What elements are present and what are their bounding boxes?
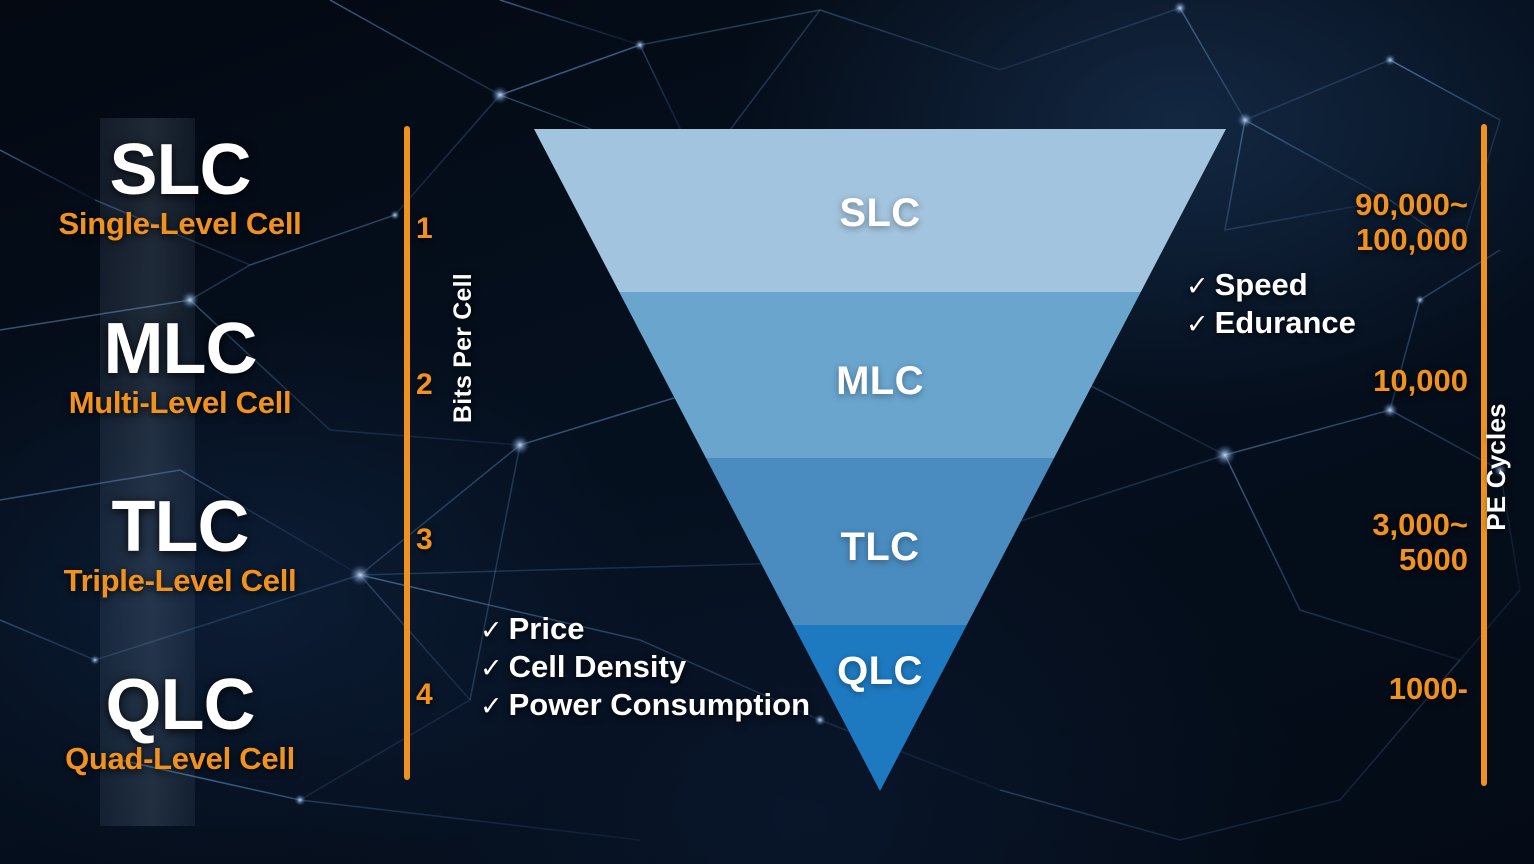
cell-abbr-slc: SLC [109, 130, 252, 210]
cell-full-qlc: Quad-Level Cell [65, 741, 295, 777]
check-icon: ✓ [480, 615, 503, 645]
cell-abbr-mlc: MLC [103, 309, 258, 389]
checklist-label-power-consumption: Power Consumption [508, 686, 811, 722]
funnel-label-slc: SLC [839, 191, 921, 235]
benefits-checklist-top: ✓ Speed ✓ Edurance [1186, 266, 1356, 342]
check-icon: ✓ [480, 652, 503, 683]
cell-full-mlc: Multi-Level Cell [68, 385, 292, 421]
checklist-item-cell-density: ✓ Cell Density [480, 648, 810, 686]
cell-type-label-qlc: QLC Quad-Level Cell [0, 665, 360, 777]
pe-cycles-value-mlc: 10,000 [1373, 363, 1468, 398]
bits-per-cell-axis-line [404, 126, 410, 780]
checklist-item-speed: ✓ Speed [1186, 266, 1356, 304]
cell-type-label-column: SLC Single-Level Cell MLC Multi-Level Ce… [0, 0, 360, 864]
check-icon: ✓ [1186, 271, 1209, 301]
pe-cycles-value-slc: 90,000~ 100,000 [1355, 187, 1468, 257]
checklist-label-cell-density: Cell Density [508, 648, 687, 684]
pe-cycles-axis-title: PE Cycles [1481, 403, 1511, 531]
benefits-checklist-bottom: ✓ Price ✓ Cell Density ✓ Power Consumpti… [480, 610, 810, 723]
cell-full-tlc: Triple-Level Cell [63, 563, 297, 599]
funnel-band-slc [534, 129, 1226, 292]
checklist-item-edurance: ✓ Edurance [1186, 304, 1356, 342]
bits-per-cell-tick-1: 1 [416, 212, 433, 245]
bits-per-cell-tick-4: 4 [416, 678, 433, 711]
cell-type-label-slc: SLC Single-Level Cell [0, 130, 360, 242]
checklist-item-power-consumption: ✓ Power Consumption [480, 686, 810, 724]
cell-abbr-qlc: QLC [105, 665, 256, 745]
pe-cycles-axis-line [1481, 124, 1487, 786]
checklist-label-edurance: Edurance [1214, 304, 1356, 340]
checklist-label-price: Price [508, 611, 585, 646]
funnel-label-qlc: QLC [837, 649, 923, 693]
check-icon: ✓ [1186, 308, 1209, 339]
checklist-label-speed: Speed [1214, 267, 1308, 302]
funnel-label-mlc: MLC [836, 359, 924, 403]
cell-type-label-mlc: MLC Multi-Level Cell [0, 309, 360, 421]
cell-type-label-tlc: TLC Triple-Level Cell [0, 487, 360, 599]
checklist-item-price: ✓ Price [480, 610, 810, 648]
funnel-label-tlc: TLC [840, 525, 920, 569]
cell-full-slc: Single-Level Cell [58, 206, 302, 242]
check-icon: ✓ [480, 690, 503, 721]
pe-cycles-value-tlc: 3,000~ 5000 [1372, 507, 1468, 577]
bits-per-cell-tick-2: 2 [416, 368, 433, 401]
cell-abbr-tlc: TLC [111, 487, 250, 567]
inverted-funnel-chart: SLC MLC TLC QLC [534, 129, 1226, 791]
pe-cycles-value-qlc: 1000- [1388, 671, 1468, 706]
bits-per-cell-axis-title: Bits Per Cell [449, 273, 477, 423]
bits-per-cell-tick-3: 3 [416, 523, 433, 556]
